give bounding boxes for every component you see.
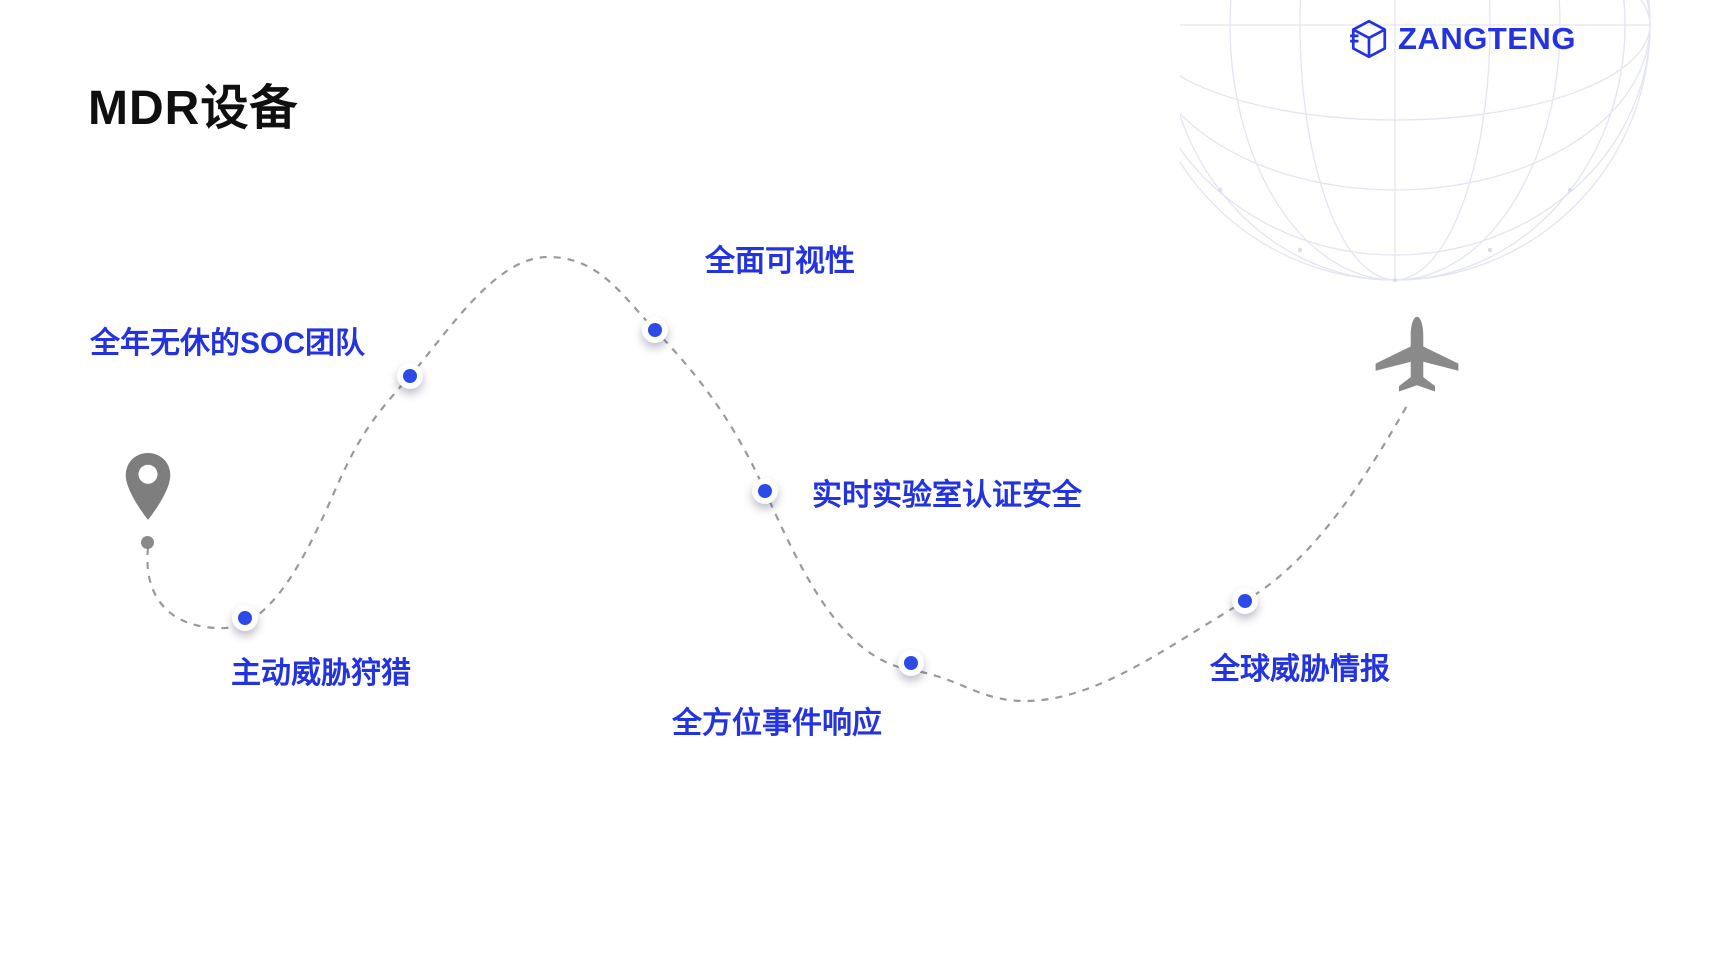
waypoint-dot-threat-intel — [1232, 588, 1258, 614]
airplane-icon — [1372, 312, 1462, 408]
path-start-dot — [141, 536, 154, 549]
waypoint-dot-visibility — [642, 317, 668, 343]
waypoint-dot-incident-response — [898, 650, 924, 676]
waypoint-dot-soc-team — [397, 363, 423, 389]
map-pin-icon — [122, 452, 174, 522]
page-title: MDR设备 — [88, 82, 299, 135]
waypoint-label-visibility: 全面可视性 — [705, 245, 855, 278]
waypoint-dot-threat-hunting — [232, 605, 258, 631]
waypoint-label-soc-team: 全年无休的SOC团队 — [90, 327, 366, 360]
brand-logo: ZANGTENG — [1348, 18, 1576, 60]
waypoint-label-lab-security: 实时实验室认证安全 — [812, 479, 1082, 512]
cube-logo-icon — [1350, 19, 1387, 59]
brand-name: ZANGTENG — [1398, 21, 1576, 56]
waypoint-label-threat-hunting: 主动威胁狩猎 — [231, 657, 411, 690]
waypoint-dot-lab-security — [752, 478, 778, 504]
waypoint-label-threat-intel: 全球威胁情报 — [1210, 653, 1390, 686]
waypoint-label-incident-response: 全方位事件响应 — [672, 707, 882, 740]
